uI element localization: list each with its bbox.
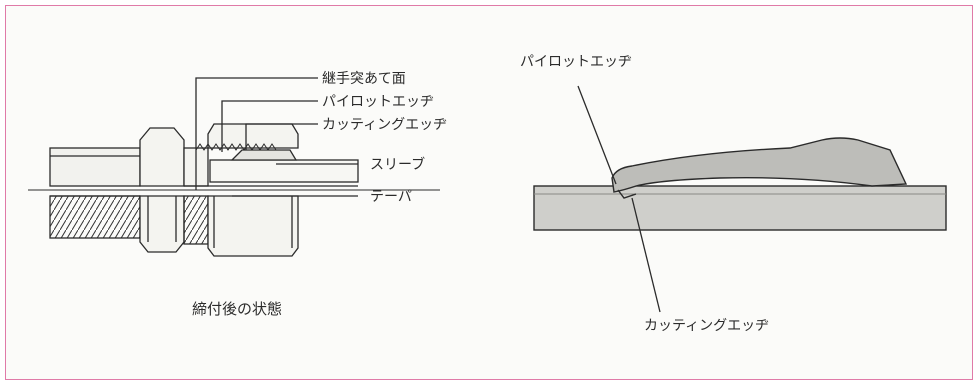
leader-right-pilot-edge (577, 85, 617, 185)
label-right-pilot-edge: パイロットエッヂ (520, 54, 632, 70)
union-nut (207, 123, 299, 149)
tube (209, 159, 359, 183)
left-labels: 継手突あて面 パイロットエッヂ カッティングエッヂ スリーブ テーパ 締付後の状… (192, 71, 447, 318)
leader-right-cutting-edge (631, 197, 661, 313)
label-pilot-edge: パイロットエッヂ (322, 94, 434, 110)
body-hex-upper (139, 127, 185, 187)
thread-body-upper (49, 147, 141, 187)
label-sleeve: スリーブ (370, 156, 425, 173)
sleeve (611, 137, 908, 193)
leader-pilot-edge (221, 100, 318, 152)
caption-after-tightening: 締付後の状態 (192, 300, 282, 318)
body-hex-lower (139, 195, 185, 253)
fitting-drawing (28, 77, 440, 257)
label-cutting-edge: カッティングエッヂ (322, 117, 447, 133)
label-right-cutting-edge: カッティングエッヂ (644, 318, 769, 334)
leader-joint-contact-face (195, 77, 318, 190)
right-labels: パイロットエッヂ カッティングエッヂ (520, 54, 769, 334)
union-nut-lower (183, 195, 209, 245)
label-joint-contact-face: 継手突あて面 (322, 71, 406, 87)
union-nut-lower-hex (207, 195, 299, 257)
sleeve-shape (230, 149, 298, 161)
leader-cutting-edge (245, 123, 318, 150)
pipe (533, 185, 947, 231)
label-taper: テーパ (370, 189, 412, 205)
sleeve-detail (533, 85, 947, 313)
thread-body-lower (49, 195, 141, 239)
